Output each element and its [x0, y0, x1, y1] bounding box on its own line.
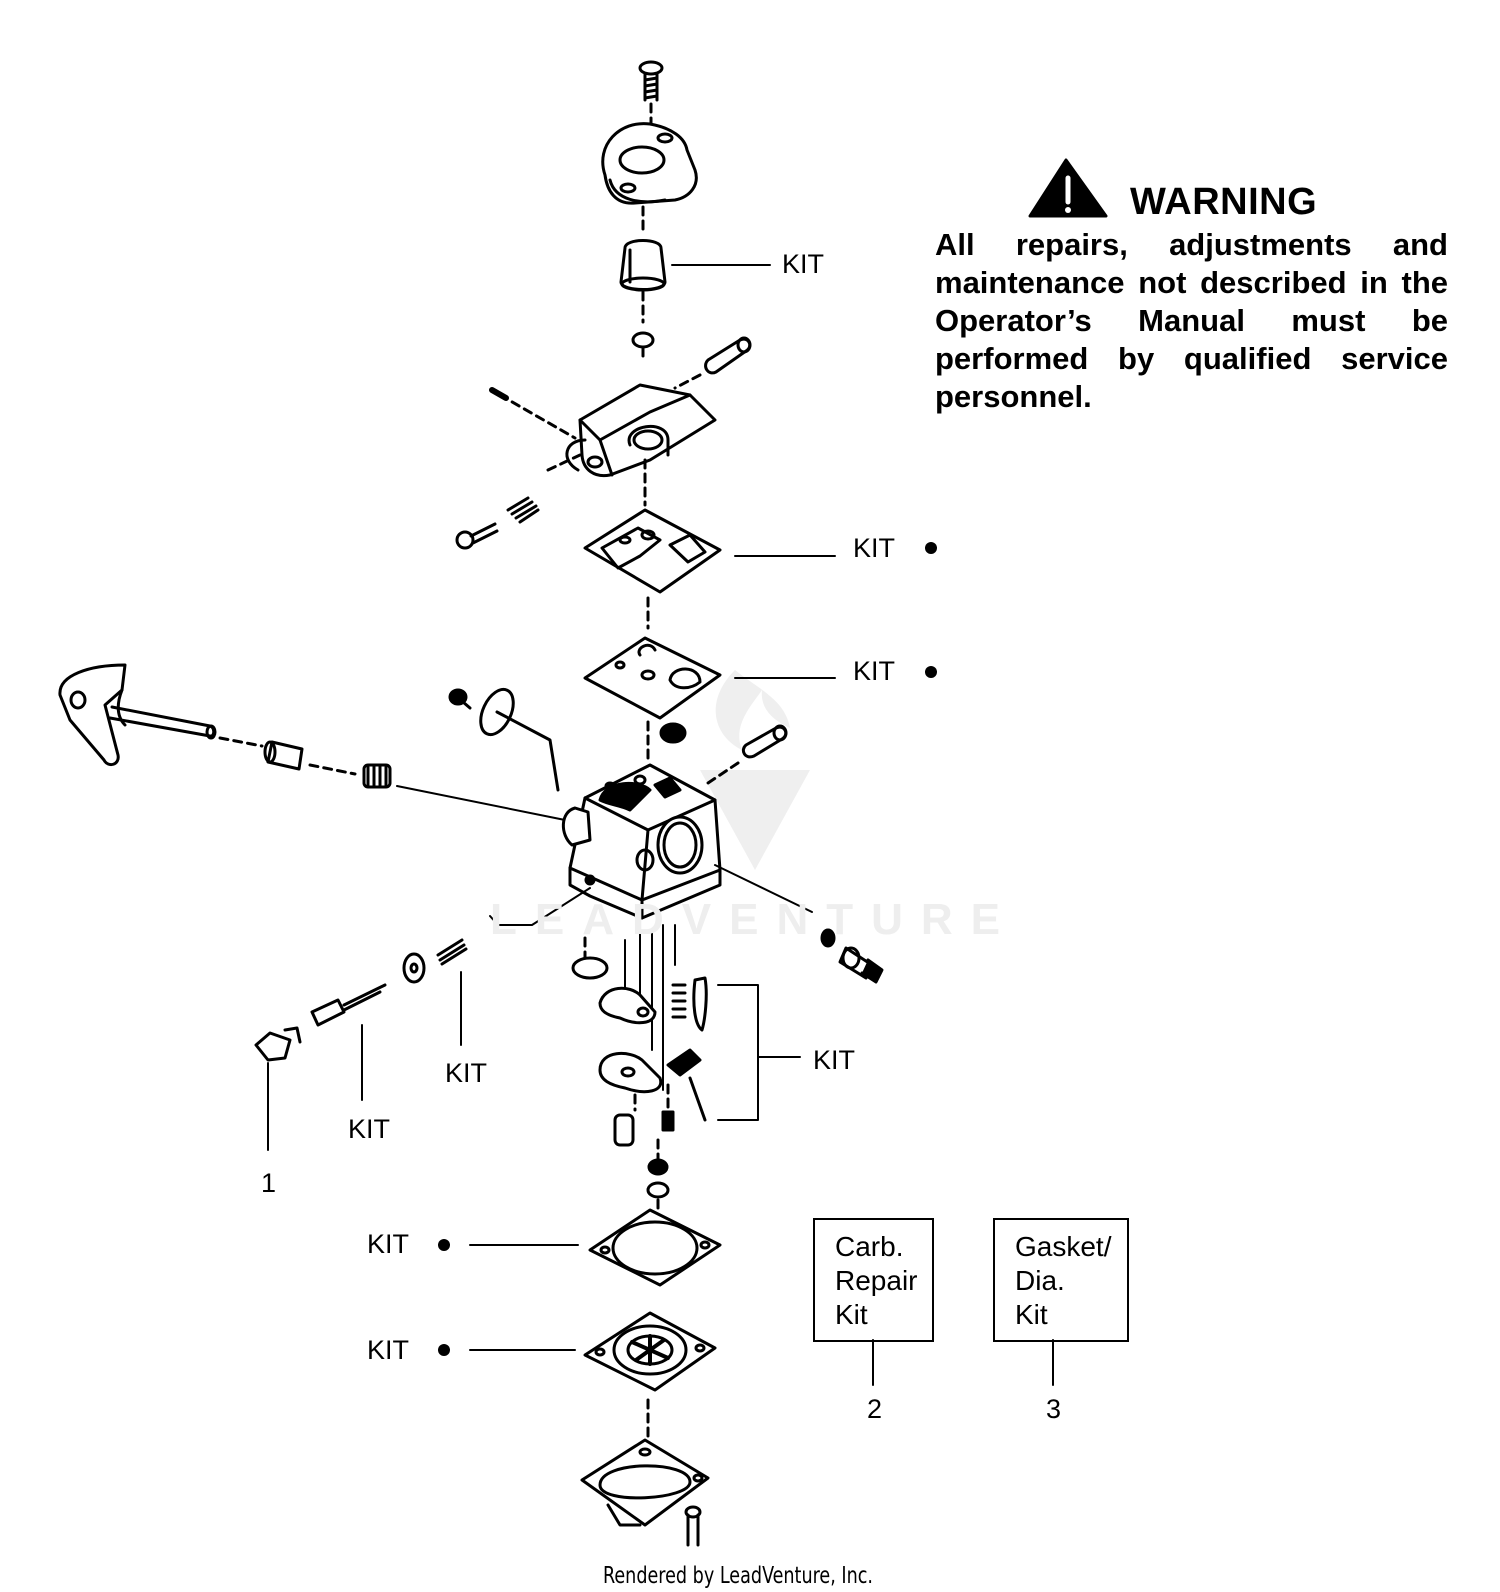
inlet-fitting-body: [741, 724, 788, 759]
carb-repair-kit-box: Carb. Repair Kit: [813, 1218, 934, 1342]
metering-cover: [580, 1438, 710, 1527]
callout-1: 1: [261, 1168, 277, 1198]
metering-lever-plate: [598, 986, 657, 1025]
cover-screw: [684, 1505, 702, 1547]
needle-washer: [402, 952, 426, 984]
render-credit: Rendered by LeadVenture, Inc.: [603, 1563, 873, 1589]
kit-dots: [438, 542, 937, 1356]
inlet-needle-springs: [671, 976, 708, 1032]
watermark-text: LEADVENTURE: [490, 895, 1019, 944]
kit-label-primer: KIT: [782, 249, 825, 279]
warning-triangle-icon: [1028, 158, 1108, 218]
pump-pin: [489, 387, 509, 401]
watermark-logo: [700, 670, 810, 870]
throttle-screw: [448, 688, 472, 710]
fuel-fitting-washer: [820, 928, 836, 948]
top-screw: [638, 60, 664, 102]
welch-plug: [571, 956, 609, 980]
top-cover-plate: [601, 122, 698, 205]
fuel-fitting: [838, 946, 884, 984]
metering-gasket: [588, 1208, 722, 1287]
metering-lever: [666, 1048, 707, 1122]
kit-label-needle: KIT: [348, 1114, 391, 1144]
kit-label-pump-gasket: KIT: [853, 533, 896, 563]
throttle-plate: [479, 687, 560, 792]
choke-spring: [362, 763, 392, 789]
kit-label-pump-diaphragm: KIT: [853, 656, 896, 686]
limiter-cap: [254, 1026, 302, 1062]
kit-label-inlet-parts: KIT: [813, 1045, 856, 1075]
o-ring: [646, 1181, 670, 1199]
kit-label-metering-diaphragm: KIT: [367, 1335, 410, 1365]
choke-lever: [58, 663, 217, 767]
carburetor-body: [561, 763, 722, 920]
pump-gasket: [583, 508, 722, 594]
metering-diaphragm-plate: [598, 1051, 663, 1094]
kit-label-needle-spring: KIT: [445, 1058, 488, 1088]
lever-screw: [613, 1113, 635, 1147]
gasket-diaphragm-kit-box: Gasket/ Dia. Kit: [993, 1218, 1129, 1342]
pump-cover: [565, 383, 717, 478]
pump-diaphragm: [583, 636, 722, 720]
callout-3: 3: [1046, 1394, 1062, 1424]
needle-spring: [436, 938, 468, 966]
primer-bulb: [619, 239, 667, 292]
body-plug: [659, 722, 687, 744]
choke-bushing: [263, 740, 304, 771]
warning-text: All repairs, adjustments and maintenance…: [935, 227, 1448, 414]
pump-spring: [506, 496, 540, 524]
inlet-fitting-top: [704, 336, 752, 375]
pump-screw: [455, 522, 499, 550]
callout-2: 2: [867, 1394, 883, 1424]
filter-screen: [647, 1158, 669, 1176]
adjustment-needle: [310, 983, 387, 1027]
metering-diaphragm: [583, 1311, 717, 1392]
warning-title: WARNING: [1130, 181, 1318, 223]
lever-pin: [661, 1110, 675, 1132]
kit-label-metering-gasket: KIT: [367, 1229, 410, 1259]
check-valve: [631, 331, 655, 358]
